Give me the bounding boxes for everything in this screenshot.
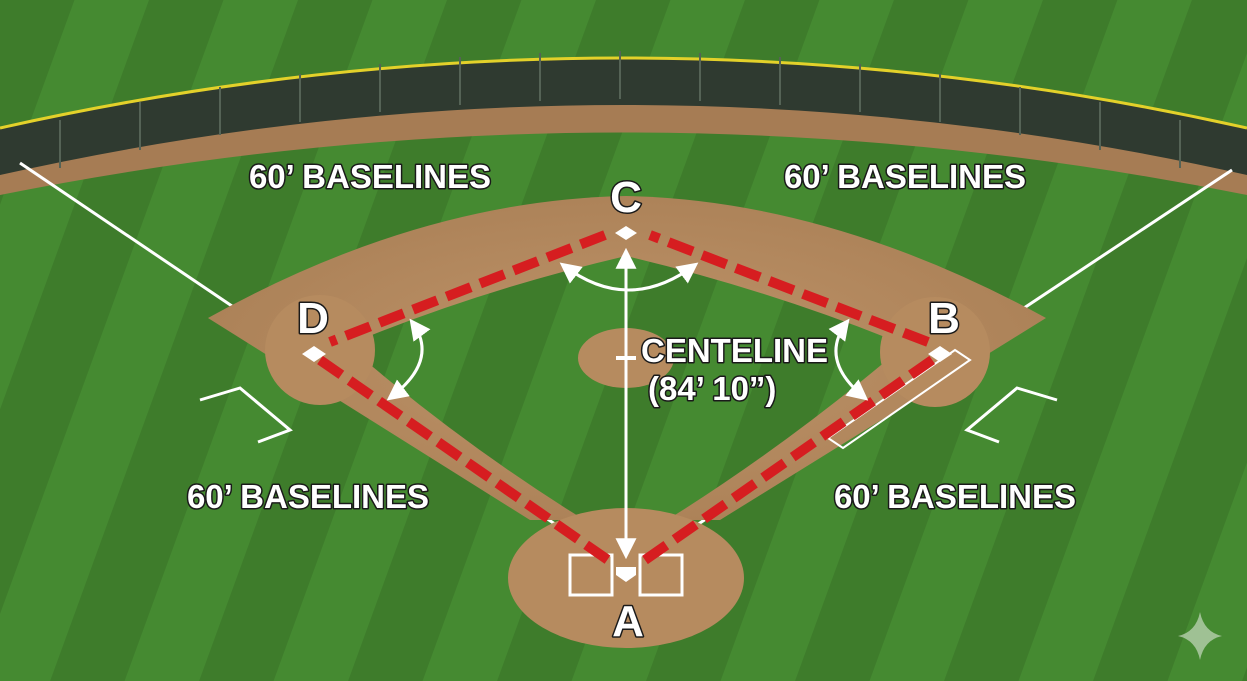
home-plate xyxy=(616,567,636,582)
bottom-left-baseline-label: 60’ BASELINES xyxy=(187,478,429,515)
first-base xyxy=(928,346,952,362)
outfield-fence xyxy=(0,58,1247,175)
bottom-right-baseline-label: 60’ BASELINES xyxy=(834,478,1076,515)
baseline-third-to-home xyxy=(317,355,611,565)
left-coach-box xyxy=(199,386,293,444)
third-base xyxy=(302,346,326,362)
top-left-baseline-label: 60’ BASELINES xyxy=(249,158,491,195)
left-batters-box xyxy=(568,553,614,597)
third-base-angle-arrow xyxy=(386,318,431,401)
centerline-title: CENTELINE xyxy=(641,332,828,369)
second-base xyxy=(615,226,637,240)
base-label-third: D xyxy=(297,294,329,343)
baseline-home-to-first xyxy=(642,353,938,565)
top-right-baseline-label: 60’ BASELINES xyxy=(784,158,1026,195)
fence-top-rail xyxy=(0,56,1247,130)
first-base-angle-arrow xyxy=(828,318,869,401)
base-label-second: C xyxy=(610,173,642,222)
baseline-first-to-second xyxy=(648,230,930,347)
base-label-home: A xyxy=(612,597,644,646)
baseline-second-to-third xyxy=(328,230,607,347)
centerline-distance: (84’ 10”) xyxy=(648,370,776,407)
base-label-first: B xyxy=(928,294,960,343)
fence-panels xyxy=(59,51,1181,168)
right-batters-box xyxy=(638,553,684,597)
right-coach-box xyxy=(964,386,1058,444)
running-lane xyxy=(826,348,972,450)
baselines xyxy=(317,230,938,565)
sparkle-icon xyxy=(1178,612,1222,660)
second-base-angle-arrow xyxy=(559,262,699,292)
